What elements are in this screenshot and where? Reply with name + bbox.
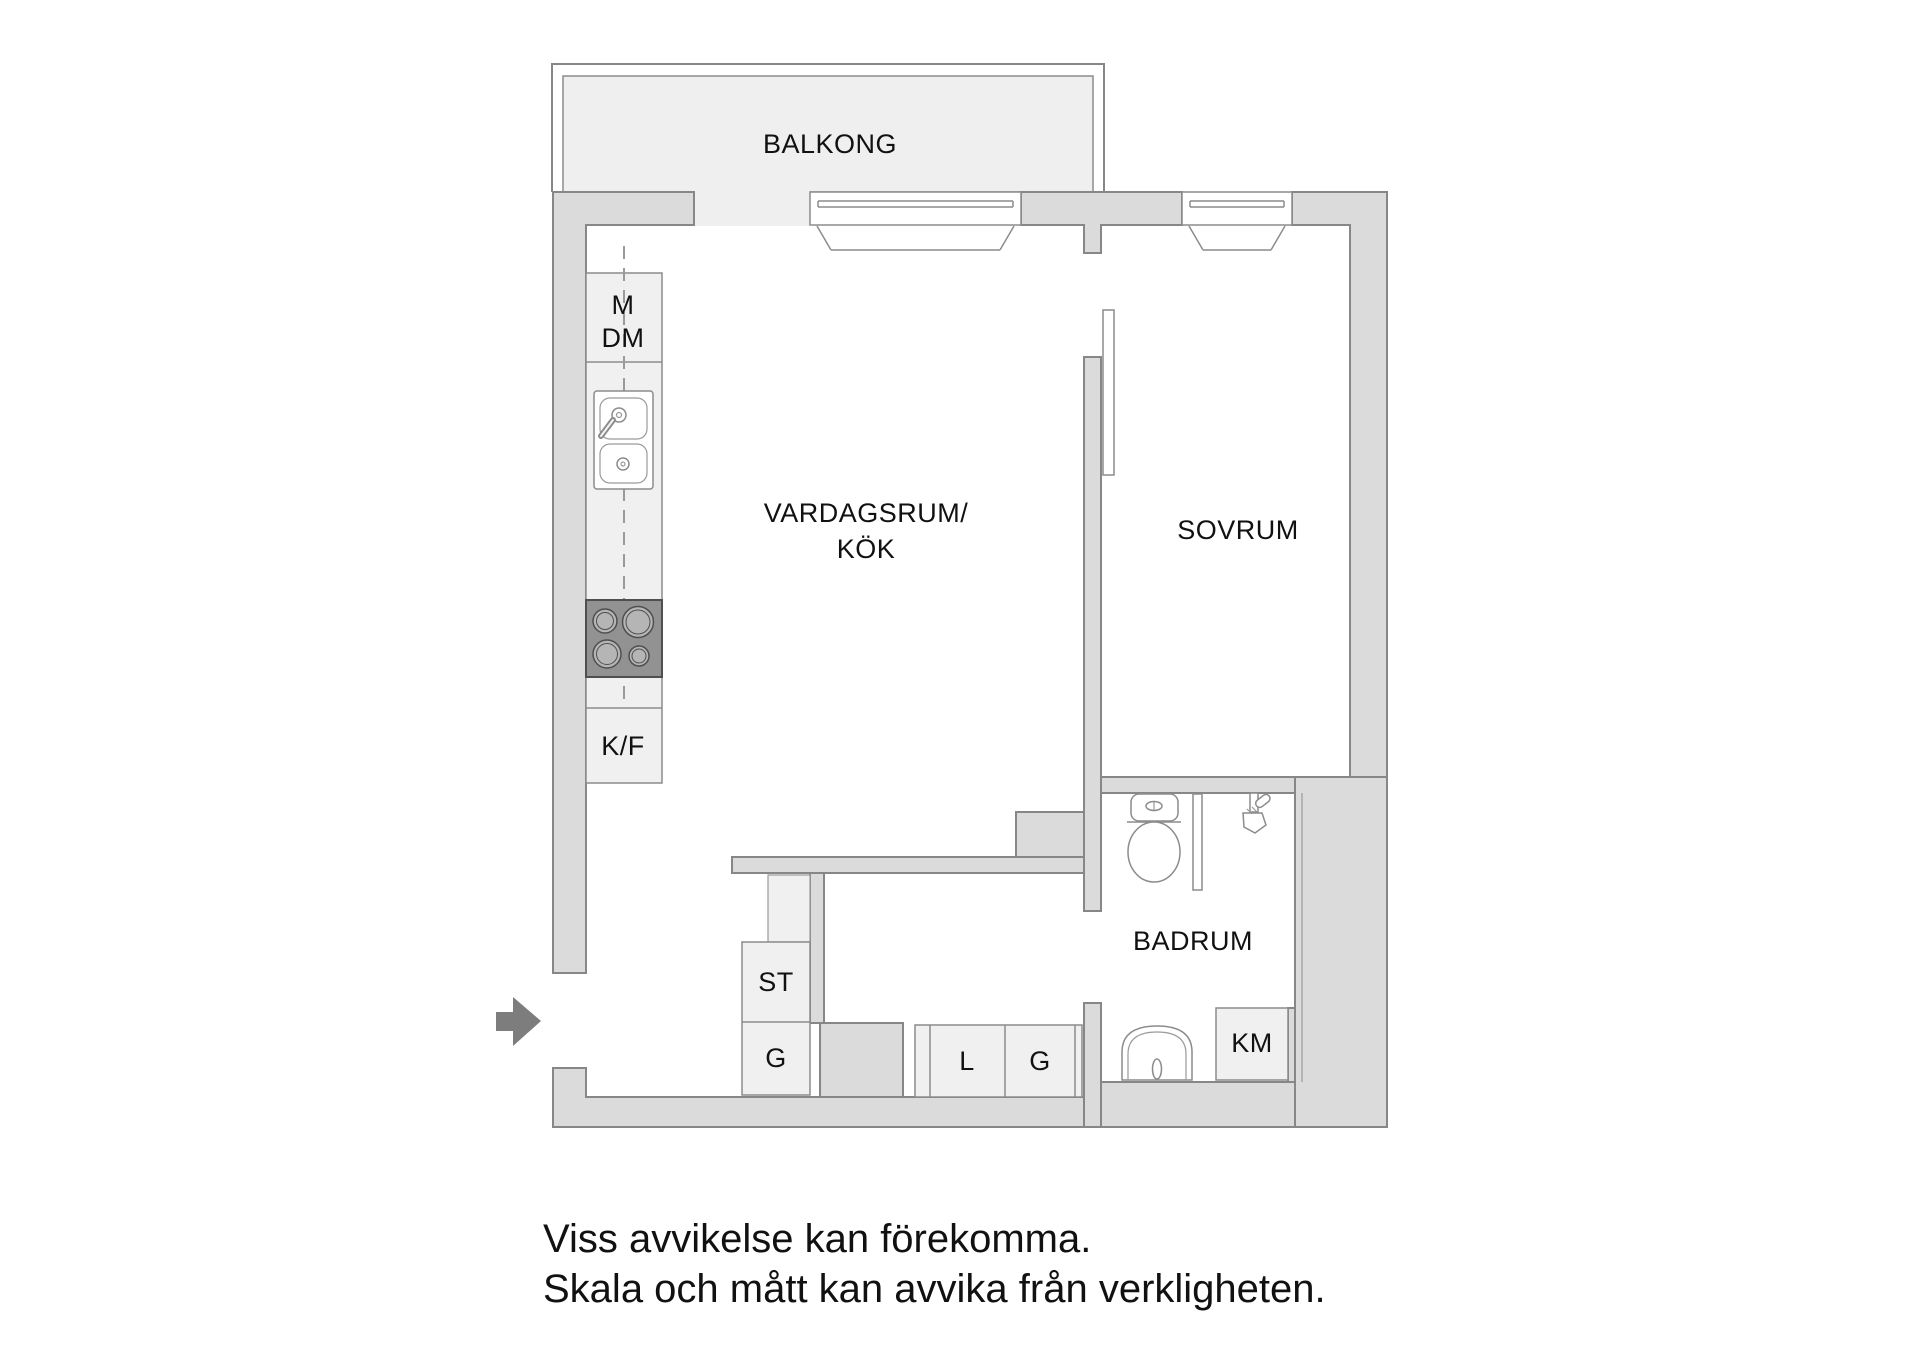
toilet-icon bbox=[1127, 793, 1181, 883]
balcony-floor bbox=[562, 75, 1094, 193]
bottom-wall-bathroom bbox=[1100, 1081, 1296, 1128]
fixture-label-wardrobe-2: G bbox=[1029, 1046, 1051, 1076]
stove-icon bbox=[585, 599, 663, 678]
wardrobe-unit bbox=[914, 1024, 1083, 1098]
cleaning-closet-box bbox=[741, 941, 811, 1096]
disclaimer-line2: Skala och mått kan avvika från verklighe… bbox=[543, 1267, 1326, 1311]
balcony-door-opening bbox=[694, 190, 810, 226]
fixture-label-washing-machine: KM bbox=[1231, 1028, 1273, 1058]
living-room-window bbox=[809, 191, 1022, 251]
hall-lower-block bbox=[819, 1022, 904, 1098]
fixture-label-cleaning-closet: ST bbox=[758, 967, 794, 997]
room-label-living-kitchen: VARDAGSRUM/ KÖK bbox=[764, 495, 969, 567]
fixture-label-micro-line2: DM bbox=[601, 323, 645, 353]
hall-niche bbox=[767, 874, 811, 943]
room-label-balcony: BALKONG bbox=[762, 129, 898, 159]
fixture-label-linen-closet: L bbox=[959, 1046, 975, 1076]
shower-partition bbox=[1192, 793, 1203, 891]
bedroom-window bbox=[1181, 191, 1293, 251]
room-label-living-kitchen-line2: KÖK bbox=[836, 534, 896, 564]
disclaimer-text: Viss avvikelse kan förekomma. Skala och … bbox=[543, 1214, 1326, 1314]
left-wall bbox=[552, 191, 695, 974]
bathroom-left-wall-lower bbox=[1083, 1002, 1102, 1128]
hall-bar-wall bbox=[731, 856, 1085, 874]
hall-closet-column bbox=[741, 941, 811, 1096]
washing-machine-box bbox=[1215, 1007, 1289, 1081]
balcony bbox=[551, 63, 1105, 193]
bottom-wall bbox=[552, 1067, 1085, 1128]
right-wall bbox=[1291, 191, 1388, 778]
fixture-label-wardrobe-hall: G bbox=[765, 1043, 787, 1073]
kitchen-counter bbox=[585, 246, 663, 784]
balcony-railing bbox=[551, 63, 1105, 192]
kitchen-sink-icon bbox=[593, 390, 654, 490]
fixture-label-fridge-freezer: K/F bbox=[601, 731, 645, 761]
disclaimer-line1: Viss avvikelse kan förekomma. bbox=[543, 1217, 1092, 1261]
divider-wall bbox=[1083, 356, 1102, 912]
right-lower-wall bbox=[1294, 776, 1388, 1128]
top-mid-wall bbox=[1020, 191, 1183, 254]
walls bbox=[552, 191, 1388, 1128]
entry-arrow-icon bbox=[496, 997, 541, 1046]
hall-wardrobes bbox=[914, 1024, 1083, 1098]
fixture-label-micro-dishwasher: M DM bbox=[602, 289, 645, 355]
room-label-bathroom: BADRUM bbox=[1132, 926, 1254, 956]
shower-icon bbox=[1242, 792, 1271, 834]
km-wall-sliver bbox=[1287, 1007, 1296, 1083]
hall-stem-wall bbox=[809, 872, 825, 1024]
room-label-living-kitchen-line1: VARDAGSRUM/ bbox=[763, 498, 969, 528]
sliding-door-panel bbox=[1102, 309, 1115, 476]
bathroom-sink-icon bbox=[1121, 1025, 1193, 1081]
fixture-label-micro-line1: M bbox=[611, 290, 635, 320]
room-label-bedroom: SOVRUM bbox=[1177, 515, 1299, 545]
bedroom-bottom-wall bbox=[1100, 776, 1296, 794]
